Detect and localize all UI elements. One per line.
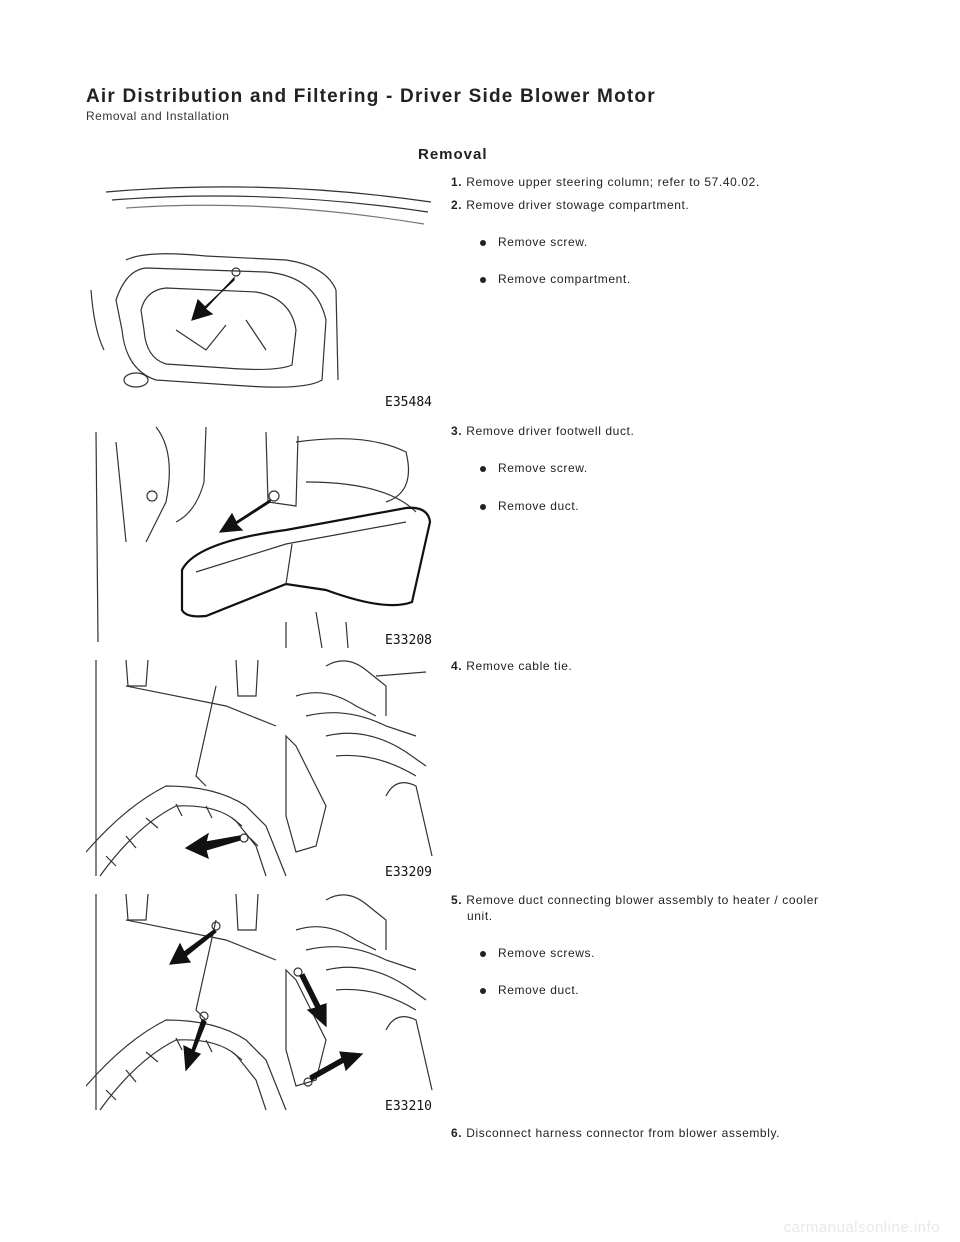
bullet-icon — [480, 276, 486, 283]
bullet-icon — [480, 987, 486, 994]
substep: Remove duct. — [480, 499, 579, 513]
step-number: 4. — [451, 659, 463, 673]
substep: Remove screw. — [480, 461, 588, 475]
step-number: 2. — [451, 198, 463, 212]
step-4: 4.Remove cable tie. — [451, 658, 871, 674]
figure-id: E33209 — [385, 865, 432, 880]
bullet-icon — [480, 465, 486, 472]
section-title: Removal — [418, 146, 488, 163]
step-2: 2.Remove driver stowage compartment. — [451, 197, 871, 213]
substep: Remove screws. — [480, 946, 595, 960]
illustration-stowage-compartment: E35484 — [86, 180, 438, 412]
illustration-blower-duct: E33210 — [86, 890, 438, 1116]
step-text: Remove duct connecting blower assembly t… — [466, 893, 819, 907]
step-1: 1.Remove upper steering column; refer to… — [451, 174, 871, 190]
substep: Remove compartment. — [480, 272, 631, 286]
step-text: Disconnect harness connector from blower… — [466, 1126, 781, 1140]
bullet-icon — [480, 950, 486, 957]
illustration-footwell-duct: E33208 — [86, 422, 438, 650]
substep: Remove screw. — [480, 235, 588, 249]
step-text: Remove cable tie. — [466, 659, 573, 673]
step-number: 6. — [451, 1126, 463, 1140]
step-text: Remove driver stowage compartment. — [466, 198, 690, 212]
bullet-icon — [480, 503, 486, 510]
substep: Remove duct. — [480, 983, 579, 997]
figure-id: E35484 — [385, 395, 432, 410]
step-3: 3.Remove driver footwell duct. — [451, 423, 871, 439]
step-text-continuation: unit. — [467, 909, 493, 923]
figure-id: E33208 — [385, 633, 432, 648]
watermark: carmanualsonline.info — [783, 1219, 940, 1236]
step-6: 6.Disconnect harness connector from blow… — [451, 1125, 871, 1141]
page-subtitle: Removal and Installation — [86, 109, 230, 123]
page-title: Air Distribution and Filtering - Driver … — [86, 86, 656, 107]
step-text: Remove upper steering column; refer to 5… — [466, 175, 760, 189]
step-number: 1. — [451, 175, 463, 189]
step-number: 3. — [451, 424, 463, 438]
illustration-cable-tie: E33209 — [86, 656, 438, 882]
step-text: Remove driver footwell duct. — [466, 424, 635, 438]
bullet-icon — [480, 239, 486, 246]
step-number: 5. — [451, 893, 463, 907]
figure-id: E33210 — [385, 1099, 432, 1114]
step-5: 5.Remove duct connecting blower assembly… — [451, 892, 871, 924]
